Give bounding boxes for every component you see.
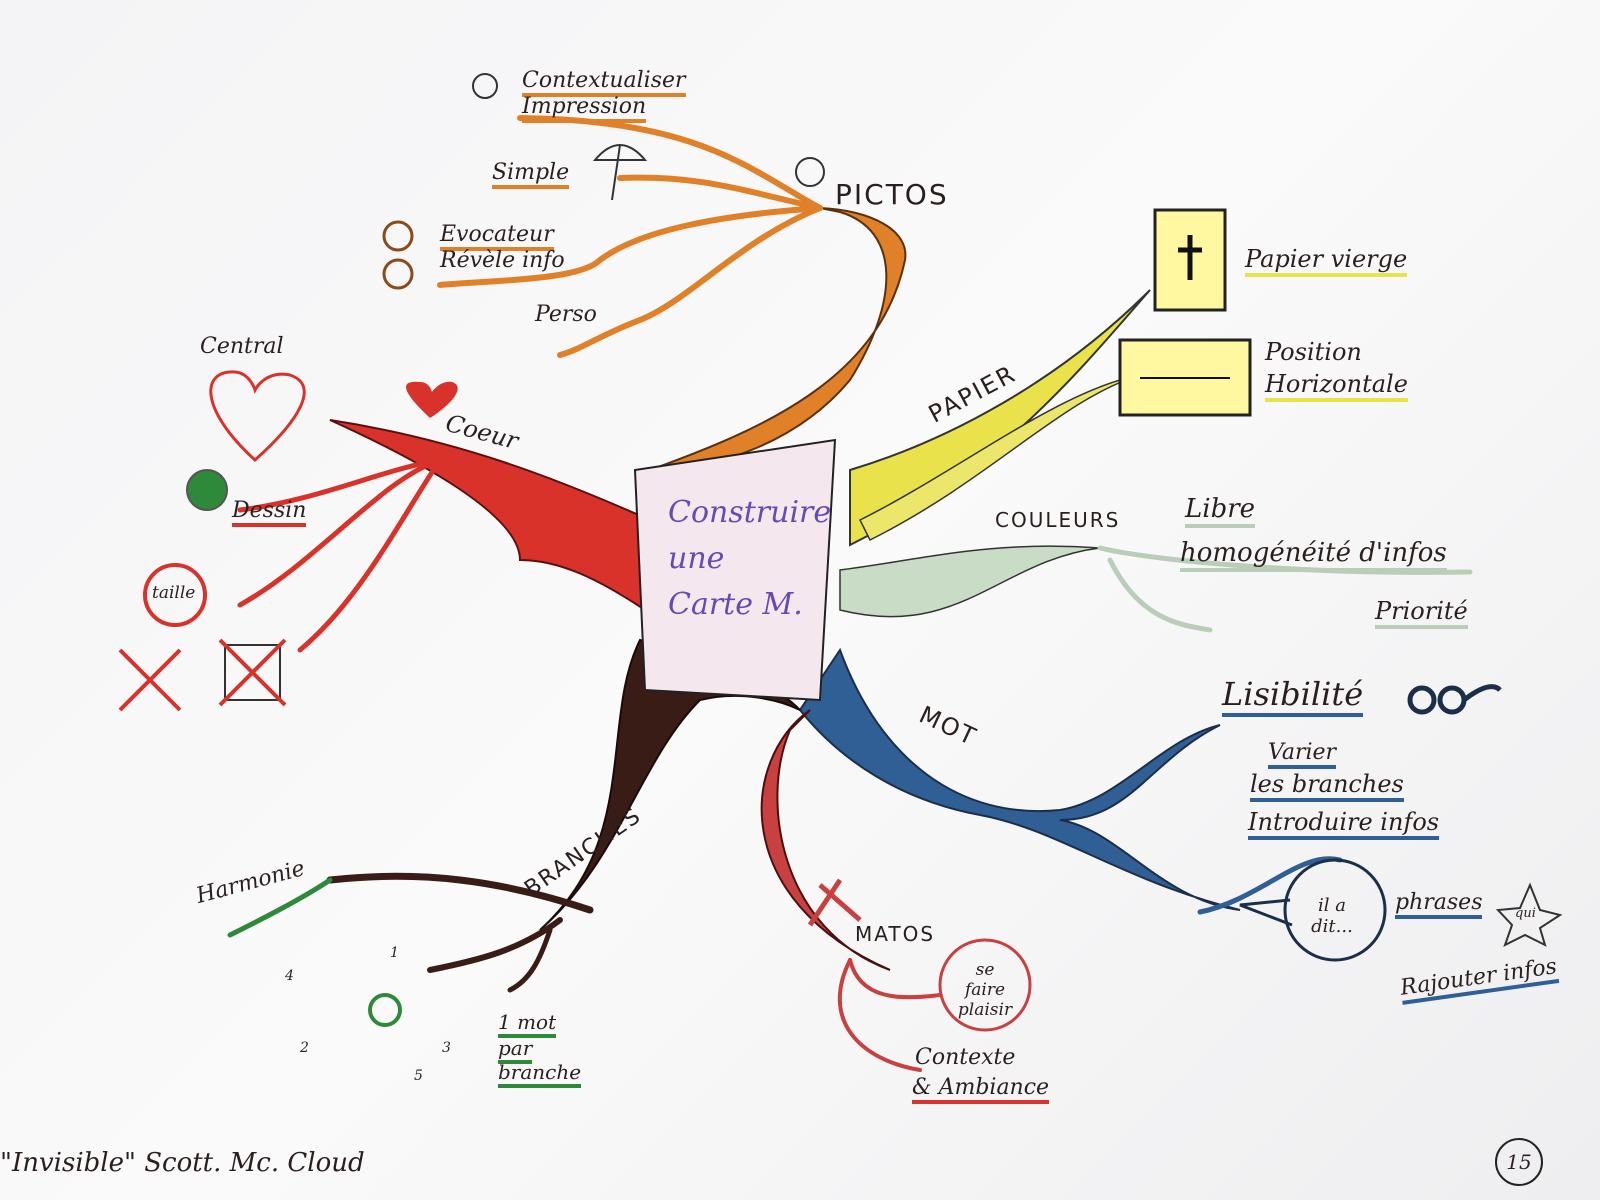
matos-bubble-text: se faire plaisir — [957, 960, 1013, 1020]
eye-icon — [472, 73, 498, 99]
heart-central-icon — [209, 370, 306, 463]
mot-item: Varier — [1268, 740, 1337, 769]
footer-credit: "Invisible" Scott. Mc. Cloud — [0, 1148, 365, 1178]
branch-matos — [760, 709, 891, 971]
clover-number: 3 — [442, 1040, 451, 1056]
mot-item: phrases — [1395, 890, 1483, 919]
central-topic: Construire une Carte M. — [668, 490, 832, 628]
pictos-item: Simple — [492, 160, 570, 189]
clover-number: 4 — [285, 968, 294, 984]
center-line-3: Carte M. — [668, 587, 803, 622]
matos-item: & Ambiance — [912, 1075, 1050, 1104]
couleurs-title: COULEURS — [995, 508, 1121, 532]
speech-bubble-icon — [1283, 858, 1387, 962]
clover-icon — [368, 993, 403, 1027]
star-icon — [1495, 882, 1563, 947]
hammer-icon — [807, 878, 862, 927]
couleurs-item: homogénéité d'infos — [1180, 538, 1447, 572]
clock-icon-2 — [382, 258, 414, 290]
matos-item: Contexte — [915, 1045, 1016, 1070]
pictos-item: Impression — [522, 94, 647, 123]
umbrella-icon — [592, 144, 648, 201]
couleurs-item: Lisibilité — [1222, 675, 1364, 717]
thought-bubble-icon — [938, 938, 1032, 1032]
smiley-icon — [795, 157, 825, 187]
branches-item: 1 mot — [498, 1010, 557, 1038]
heart-icon — [406, 381, 458, 418]
matos-title: MATOS — [855, 922, 936, 946]
papier-item: Position — [1265, 338, 1362, 366]
mot-item: Introduire infos — [1248, 808, 1440, 840]
speech-bubble-text: il a dit... — [1311, 895, 1353, 937]
pictos-title: PICTOS — [835, 178, 949, 211]
pictos-item: Evocateur — [440, 222, 554, 251]
mot-item: les branches — [1250, 770, 1404, 802]
star-text: qui — [1515, 906, 1536, 921]
branch-mot — [798, 647, 1241, 911]
clover-number: 2 — [300, 1040, 309, 1056]
branch-pictos — [649, 207, 907, 471]
couleurs-item: Libre — [1185, 494, 1256, 528]
clover-number: 1 — [390, 945, 399, 961]
branches-item: branche — [498, 1060, 582, 1088]
clover-number: 5 — [414, 1068, 423, 1084]
pictos-item: Contextualiser — [522, 68, 686, 97]
branch-couleurs — [839, 545, 1101, 618]
pictos-item: Perso — [535, 302, 597, 327]
cross-icon — [1178, 235, 1202, 280]
branches-item: par — [498, 1036, 533, 1064]
center-line-1: Construire — [668, 495, 832, 530]
crossed-square-icon — [224, 644, 281, 701]
papier-item: Horizontale — [1265, 370, 1408, 402]
pictos-item: Révèle info — [440, 248, 565, 273]
size-circle-icon — [143, 563, 207, 627]
coeur-item: Central — [200, 334, 284, 359]
page-number: 15 — [1495, 1138, 1543, 1186]
papier-item: Papier vierge — [1245, 245, 1408, 277]
coeur-item: taille — [152, 583, 196, 603]
clock-icon — [382, 220, 414, 252]
couleurs-item: Priorité — [1375, 597, 1468, 629]
crossed-circle-icon — [118, 648, 182, 712]
center-notebook — [633, 438, 837, 702]
tree-icon — [186, 469, 228, 511]
coeur-item: Dessin — [232, 498, 307, 527]
center-line-2: une — [668, 541, 725, 576]
glasses-icon — [1407, 684, 1502, 715]
